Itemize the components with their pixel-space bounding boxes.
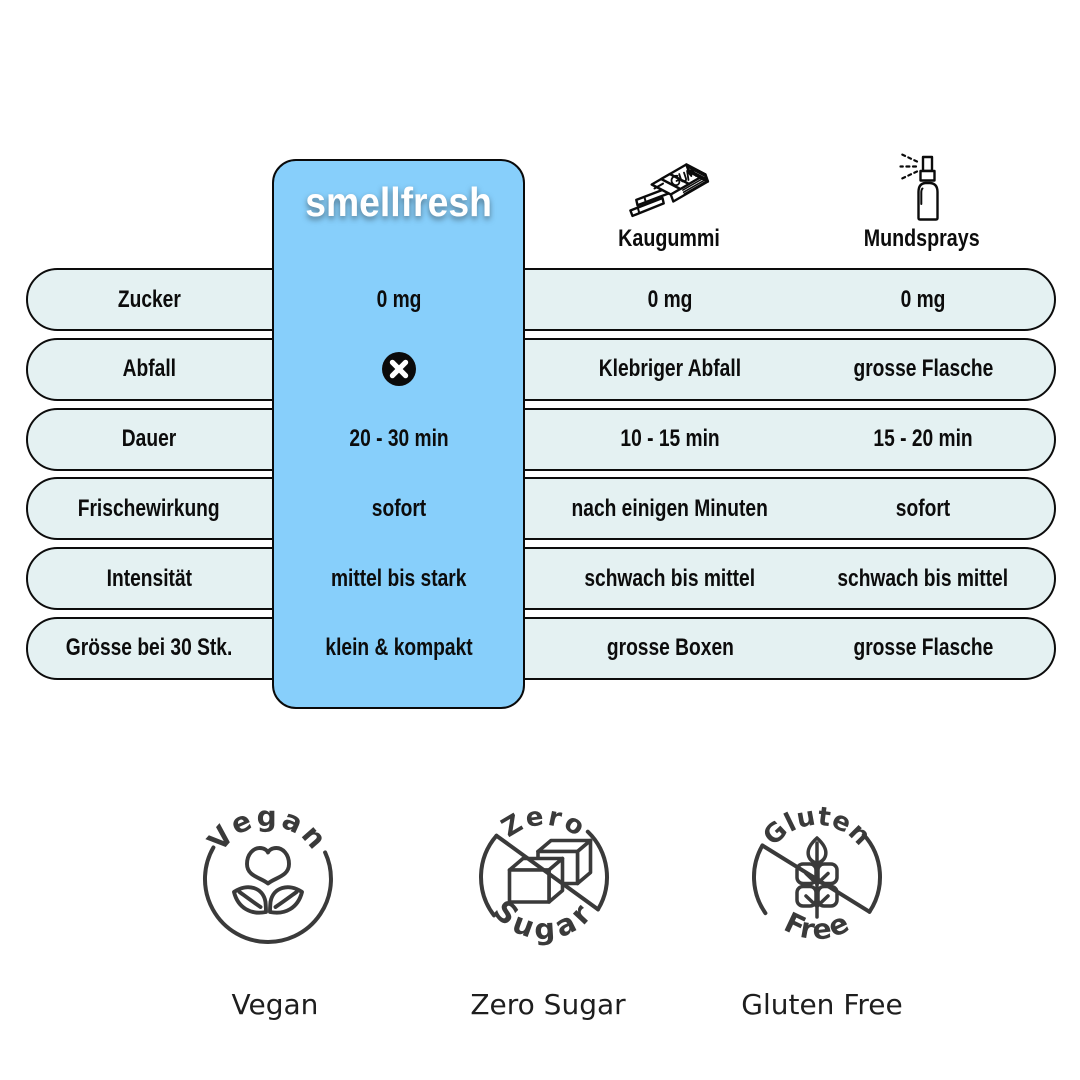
smellfresh-card — [271, 158, 525, 709]
badge-label-zero-sugar: Zero Sugar — [470, 988, 626, 1021]
cell-text: grosse Boxen — [606, 634, 734, 662]
mundsprays-cell: sofort — [793, 479, 1053, 538]
cell-text: grosse Flasche — [853, 355, 993, 383]
cell-text: 0 mg — [376, 285, 422, 313]
smellfresh-cell: 20 - 30 min — [272, 408, 527, 471]
cross-circle-icon — [381, 352, 416, 387]
badge-arc-text-top: Vegan — [201, 800, 332, 857]
cell-text: 10 - 15 min — [620, 425, 720, 452]
table-row: Dauer 10 - 15 min 15 - 20 min — [26, 407, 1056, 471]
badge-label-gluten-free: Gluten Free — [741, 988, 903, 1021]
mundsprays-cell: schwach bis mittel — [793, 549, 1053, 608]
cell-text: sofort — [895, 494, 951, 522]
cell-text: 0 mg — [647, 285, 693, 313]
cell-text: mittel bis stark — [330, 564, 467, 592]
brand-title-text: smellfresh — [305, 178, 493, 225]
sugar-cubes-icon — [507, 838, 593, 904]
cell-text: Grösse bei 30 Stk. — [65, 634, 233, 662]
column-header-text: Kaugummi — [618, 225, 720, 252]
vegan-badge: Vegan — [201, 800, 335, 944]
row-label: Grösse bei 30 Stk. — [28, 619, 270, 678]
cell-text: schwach bis mittel — [837, 564, 1009, 592]
cell-text: Zucker — [117, 285, 181, 313]
cell-text: Frischewirkung — [78, 494, 220, 522]
column-header-mundsprays: Mundsprays — [812, 225, 1032, 253]
badge-label-vegan: Vegan — [231, 988, 319, 1021]
brand-title: smellfresh — [272, 180, 527, 224]
cell-text: schwach bis mittel — [584, 564, 756, 592]
table-row: Zucker 0 mg 0 mg — [26, 268, 1056, 331]
cell-text: 15 - 20 min — [873, 425, 973, 452]
kaugummi-cell: nach einigen Minuten — [540, 479, 800, 538]
smellfresh-cell: klein & kompakt — [272, 617, 527, 680]
mundsprays-cell: grosse Flasche — [793, 619, 1053, 678]
cell-text: nach einigen Minuten — [571, 494, 769, 522]
kaugummi-cell: schwach bis mittel — [540, 549, 800, 608]
mundsprays-cell: 15 - 20 min — [793, 410, 1053, 469]
cell-text: Abfall — [122, 355, 176, 383]
gluten-free-badge: Gluten Free — [751, 802, 882, 947]
kaugummi-cell: 10 - 15 min — [540, 410, 800, 469]
kaugummi-cell: 0 mg — [540, 270, 800, 329]
cell-text: grosse Flasche — [853, 634, 993, 662]
svg-text:Zero: Zero — [496, 801, 591, 844]
row-label: Dauer — [28, 410, 270, 469]
svg-text:Vegan: Vegan — [201, 800, 335, 857]
cell-text: klein & kompakt — [325, 634, 473, 662]
smellfresh-cell — [272, 338, 527, 401]
cell-text: 0 mg — [900, 285, 946, 313]
gum-icon — [629, 163, 710, 218]
table-row: Intensität schwach bis mittel schwach bi… — [26, 547, 1056, 611]
table-row: Frischewirkung nach einigen Minuten sofo… — [26, 477, 1056, 541]
smellfresh-cell: sofort — [272, 477, 527, 540]
row-label: Frischewirkung — [28, 479, 270, 538]
column-header-kaugummi: Kaugummi — [559, 225, 779, 253]
gum-pack-text — [670, 167, 697, 187]
smellfresh-cell: mittel bis stark — [272, 547, 527, 610]
badge-arc-text-top: Zero — [496, 801, 589, 844]
kaugummi-cell: Klebriger Abfall — [540, 340, 800, 399]
row-label: Abfall — [28, 340, 270, 399]
row-label: Intensität — [28, 549, 270, 608]
mundsprays-cell: 0 mg — [793, 270, 1053, 329]
kaugummi-cell: grosse Boxen — [540, 619, 800, 678]
cell-text: Dauer — [121, 425, 177, 452]
row-label: Zucker — [28, 270, 270, 329]
cell-text: 20 - 30 min — [349, 425, 449, 452]
zero-sugar-badge: Zero Sugar — [479, 801, 609, 947]
cell-text: sofort — [371, 494, 426, 522]
spray-bottle-icon — [899, 153, 939, 221]
mundsprays-cell: grosse Flasche — [793, 340, 1053, 399]
smellfresh-cell: 0 mg — [272, 268, 527, 331]
table-row: Grösse bei 30 Stk. grosse Boxen grosse F… — [26, 616, 1056, 680]
cell-text: Klebriger Abfall — [598, 355, 742, 383]
column-header-text: Mundsprays — [864, 225, 980, 252]
table-row: Abfall Klebriger Abfall grosse Flasche — [26, 337, 1056, 401]
cell-text: Intensität — [106, 564, 192, 592]
heart-leaves-icon — [232, 846, 304, 915]
